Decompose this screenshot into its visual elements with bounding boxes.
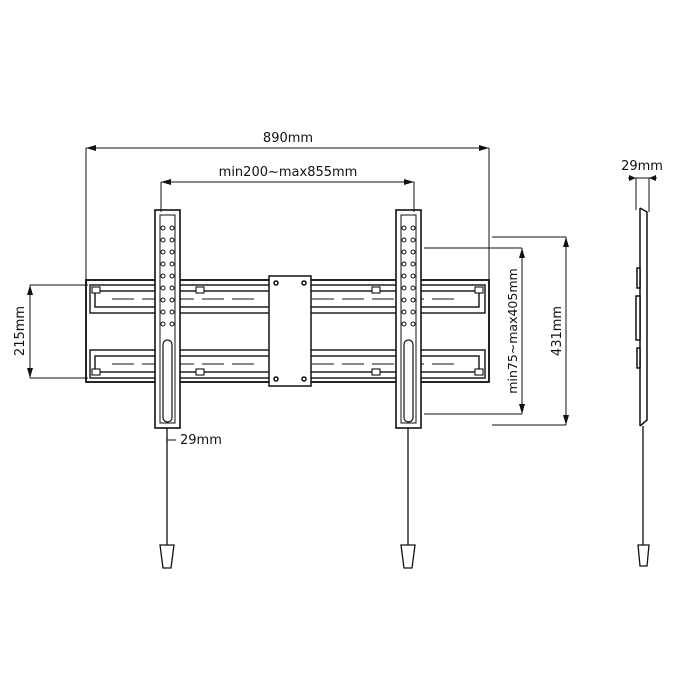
dim-label-rail-height: 215mm	[13, 306, 28, 356]
dim-vesa-height	[424, 247, 525, 415]
side-release-cord	[637, 426, 650, 567]
front-view	[85, 209, 490, 569]
center-block	[268, 275, 312, 387]
left-arm-lower-slot	[162, 339, 173, 423]
dim-label-vesa-width: min200~max855mm	[219, 165, 358, 180]
dim-label-side-depth: 29mm	[621, 159, 663, 174]
dim-vesa-width	[160, 179, 415, 212]
dim-overall-width	[85, 145, 490, 282]
dim-label-front-depth: 29mm	[180, 433, 222, 448]
dim-label-vesa-height: min75~max405mm	[505, 268, 520, 393]
left-release-cord	[159, 428, 175, 569]
front-dimensions: 890mm min200~max855mm 215mm	[13, 131, 569, 448]
side-profile	[635, 207, 648, 427]
dim-label-overall-width: 890mm	[263, 131, 313, 146]
dim-label-overall-height: 431mm	[550, 306, 565, 356]
dim-rail-height	[27, 284, 88, 379]
side-view: 29mm	[621, 159, 663, 567]
left-arm-holes	[160, 225, 175, 327]
dim-overall-height	[492, 236, 569, 426]
right-arm-holes	[401, 225, 416, 327]
dim-side-depth	[628, 175, 657, 212]
plate-corner-marks	[91, 286, 484, 376]
right-vertical-arm	[395, 209, 422, 429]
right-release-cord	[400, 428, 416, 569]
right-arm-lower-slot	[403, 339, 414, 423]
